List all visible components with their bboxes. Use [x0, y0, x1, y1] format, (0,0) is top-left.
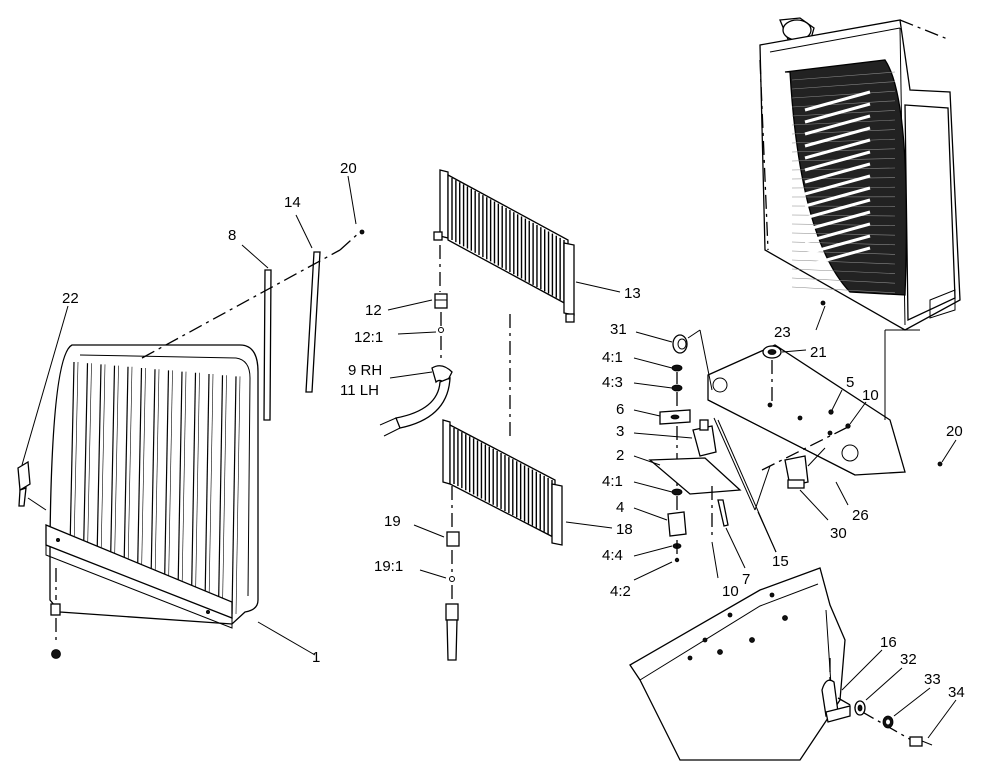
o-ring-19-1 [449, 576, 455, 582]
label-4-1-upper: 4:1 [602, 349, 623, 366]
label-1: 1 [312, 649, 320, 666]
relay-30 [784, 447, 826, 489]
label-4-4: 4:4 [602, 547, 623, 564]
cooler-13 [433, 169, 575, 323]
label-32: 32 [900, 651, 917, 668]
label-15: 15 [772, 553, 789, 570]
label-11-lh: 11 LH [340, 382, 379, 399]
label-31: 31 [610, 321, 627, 338]
label-33: 33 [924, 671, 941, 688]
plate-2 [648, 457, 742, 495]
label-19-1: 19:1 [374, 558, 403, 575]
label-10-upper: 10 [862, 387, 879, 404]
washer-stack [659, 364, 691, 486]
label-18: 18 [616, 521, 633, 538]
fitting-19 [446, 531, 460, 547]
label-12-1: 12:1 [354, 329, 383, 346]
label-4-3: 4:3 [602, 374, 623, 391]
label-9-rh: 9 RH [348, 362, 382, 379]
screw-7 [717, 499, 729, 527]
part-labels: 1 22 8 14 20 12 12:1 9 RH 11 LH 13 18 19… [62, 160, 965, 701]
label-4-1-lower: 4:1 [602, 473, 623, 490]
label-12: 12 [365, 302, 382, 319]
label-4-2: 4:2 [610, 583, 631, 600]
label-19: 19 [384, 513, 401, 530]
hose-lower [445, 603, 459, 661]
radiator-assembly [759, 17, 961, 331]
elbow-9-11 [379, 365, 453, 437]
label-26: 26 [852, 507, 869, 524]
label-4: 4 [616, 499, 624, 516]
frame-rail [629, 567, 846, 761]
label-30: 30 [830, 525, 847, 542]
label-20-left: 20 [340, 160, 357, 177]
label-10-lower: 10 [722, 583, 739, 600]
latch-22 [17, 460, 47, 511]
strip-8 [263, 269, 272, 421]
label-7: 7 [742, 571, 750, 588]
label-6: 6 [616, 401, 624, 418]
label-13: 13 [624, 285, 641, 302]
grommet-31 [672, 334, 688, 354]
label-20-right: 20 [946, 423, 963, 440]
cooler-18 [442, 419, 563, 546]
block-4 [667, 511, 687, 537]
label-8: 8 [228, 227, 236, 244]
bolt-34 [909, 736, 933, 747]
label-16: 16 [880, 634, 897, 651]
label-34: 34 [948, 684, 965, 701]
switch-3 [692, 419, 717, 457]
label-14: 14 [284, 194, 301, 211]
label-2: 2 [616, 447, 624, 464]
bracket-16 [821, 679, 851, 723]
strip-14 [305, 251, 321, 393]
label-21: 21 [810, 344, 827, 361]
screen-panel [45, 344, 259, 629]
label-23: 23 [774, 324, 791, 341]
label-5: 5 [846, 374, 854, 391]
bracket-26 [707, 344, 906, 476]
leader-lines [21, 175, 957, 739]
fastener-stack [50, 568, 61, 659]
label-22: 22 [62, 290, 79, 307]
o-ring-12-1 [438, 327, 444, 333]
fitting-12 [434, 293, 448, 309]
label-3: 3 [616, 423, 624, 440]
